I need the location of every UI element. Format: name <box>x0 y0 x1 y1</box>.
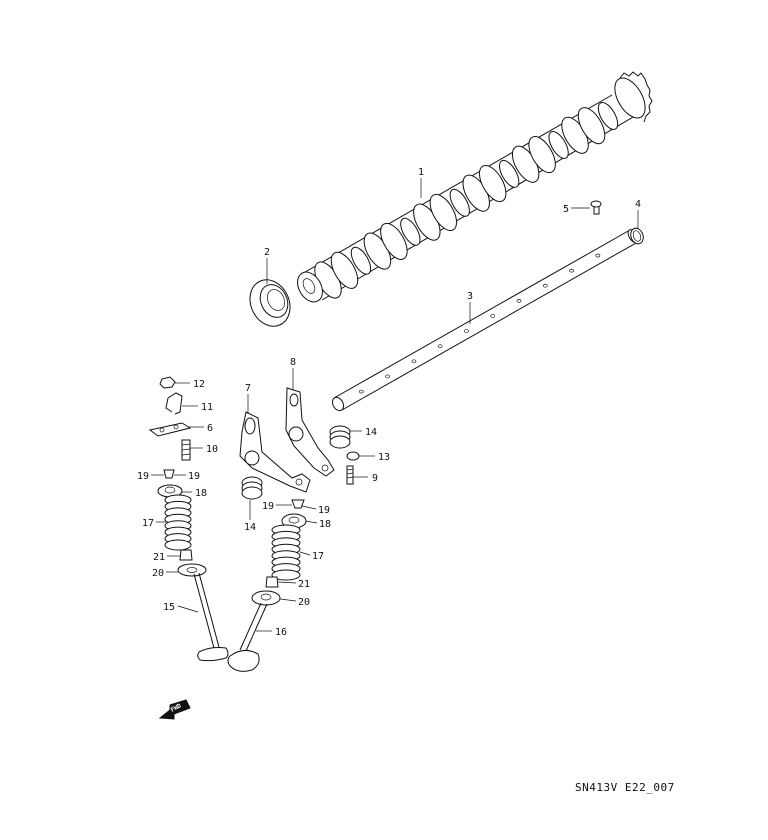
callout-20-left: 20 <box>152 568 164 579</box>
camshaft-lobe <box>429 193 458 231</box>
camshaft-journal <box>350 246 372 275</box>
callout-17-right: 17 <box>312 551 324 562</box>
rocker-arm-exhaust <box>285 387 335 477</box>
callout-17-left: 17 <box>142 518 154 529</box>
callout-1: 1 <box>418 167 424 178</box>
callout-7: 7 <box>245 383 251 394</box>
camshaft-lobe <box>330 251 359 289</box>
callout-11: 11 <box>201 402 213 413</box>
spring-clip <box>165 392 183 415</box>
callout-8: 8 <box>290 357 296 368</box>
callout-18-right: 18 <box>319 519 331 530</box>
oil-hole <box>359 389 364 394</box>
callout-15: 15 <box>163 602 175 613</box>
callout-19-b: 19 <box>188 471 200 482</box>
callout-14-lower: 14 <box>244 522 256 533</box>
oil-hole <box>490 314 496 318</box>
oil-hole <box>542 283 548 288</box>
rocker-arm-intake <box>239 411 311 493</box>
callout-4: 4 <box>635 199 641 210</box>
callout-5: 5 <box>563 204 569 215</box>
callout-3: 3 <box>467 291 473 302</box>
callout-labels: 1 2 3 4 5 6 7 8 9 10 11 12 13 14 14 15 1… <box>137 167 641 638</box>
rocker-arm-shaft <box>331 229 639 412</box>
callout-2: 2 <box>264 247 270 258</box>
camshaft-lobe <box>577 107 606 145</box>
callout-12: 12 <box>193 379 205 390</box>
oil-hole <box>437 344 443 349</box>
oil-hole <box>411 359 417 364</box>
rocker-spring-lower <box>241 476 263 500</box>
oil-hole <box>385 374 390 379</box>
oil-hole <box>464 329 469 333</box>
valve-spring-left <box>164 494 192 551</box>
callout-19-d: 19 <box>318 505 330 516</box>
camshaft-journal <box>449 188 470 217</box>
lock-nut <box>346 451 360 461</box>
valve-cotter-right <box>291 499 305 509</box>
oil-hole <box>595 253 601 258</box>
o-ring <box>630 227 644 245</box>
camshaft <box>297 71 653 303</box>
callout-10: 10 <box>206 444 218 455</box>
valve-spring-right <box>271 524 301 581</box>
spring-seat-left <box>177 563 207 577</box>
spring-seat-right <box>251 590 281 606</box>
camshaft-lobe <box>528 136 556 174</box>
callout-19-a: 19 <box>137 471 149 482</box>
oil-seal <box>249 279 291 327</box>
callout-6: 6 <box>207 423 213 434</box>
camshaft-journal <box>499 159 520 188</box>
fwd-label: FWD <box>170 702 183 713</box>
camshaft-lobe <box>380 222 408 260</box>
camshaft-journal <box>400 217 421 246</box>
callout-19-c: 19 <box>262 501 274 512</box>
camshaft-journal <box>548 130 569 159</box>
callout-14-upper: 14 <box>365 427 377 438</box>
leader-lines <box>151 178 639 632</box>
screw <box>590 200 602 215</box>
valve-cotter-left <box>163 469 175 479</box>
valve-stem-seal-left <box>179 549 193 561</box>
callout-18-left: 18 <box>195 488 207 499</box>
oil-hole <box>516 298 522 303</box>
adjusting-screw <box>346 465 354 485</box>
spring-coil <box>164 539 192 551</box>
diagram-reference-code: SN413V E22_007 <box>575 781 675 794</box>
camshaft-journal <box>597 102 619 130</box>
front-direction-arrow: FWD <box>158 699 191 720</box>
nut <box>159 376 176 389</box>
camshaft-lobe <box>478 165 507 203</box>
oil-hole <box>569 268 574 273</box>
callout-21-left: 21 <box>153 552 165 563</box>
plate <box>148 422 192 437</box>
callout-13: 13 <box>378 452 390 463</box>
valve-stem-seal-right <box>265 576 279 588</box>
spring-coil <box>271 569 301 581</box>
exhaust-valve <box>227 602 268 672</box>
intake-valve <box>193 572 229 662</box>
callout-21-right: 21 <box>298 579 310 590</box>
stud-bolt <box>181 439 191 461</box>
callout-16: 16 <box>275 627 287 638</box>
callout-9: 9 <box>372 473 378 484</box>
callout-20-right: 20 <box>298 597 310 608</box>
rocker-spring-upper <box>329 425 351 449</box>
